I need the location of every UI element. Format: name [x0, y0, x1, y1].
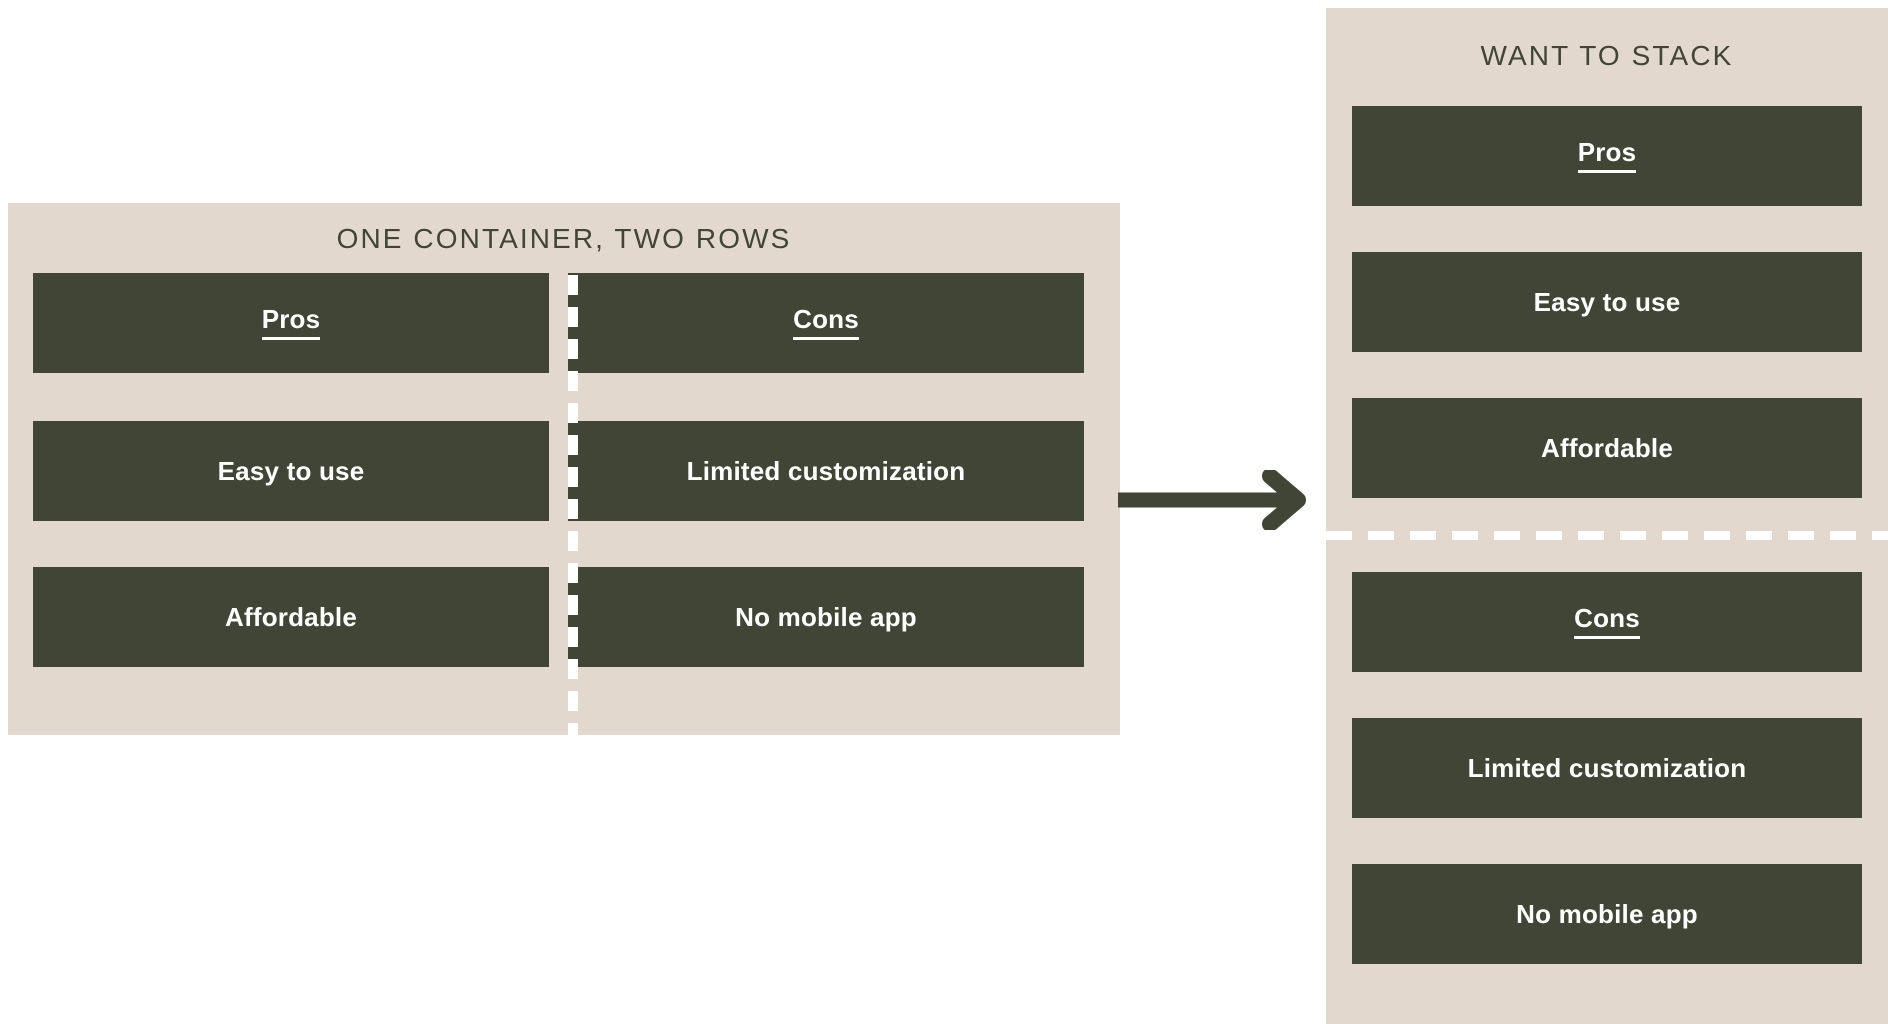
vertical-dashed-divider — [568, 275, 578, 735]
arrow-right-icon — [1118, 468, 1328, 532]
card-affordable-left[interactable]: Affordable — [33, 567, 549, 667]
card-label: Easy to use — [1533, 287, 1681, 317]
right-panel-title: WANT TO STACK — [1480, 40, 1734, 71]
card-cons-heading-stacked[interactable]: Cons — [1352, 572, 1862, 672]
card-limited-customization-left[interactable]: Limited customization — [568, 421, 1084, 521]
left-panel-title: ONE CONTAINER, TWO ROWS — [336, 223, 792, 254]
card-label: No mobile app — [1516, 899, 1698, 929]
card-label: Easy to use — [217, 456, 365, 486]
card-no-mobile-app-stacked[interactable]: No mobile app — [1352, 864, 1862, 964]
card-label: Affordable — [225, 602, 357, 632]
want-to-stack-panel: WANT TO STACK Pros Easy to use Affordabl… — [1326, 8, 1888, 1024]
card-label: Cons — [1574, 605, 1640, 639]
card-label: Pros — [1577, 139, 1637, 173]
card-affordable-stacked[interactable]: Affordable — [1352, 398, 1862, 498]
horizontal-dashed-divider — [1326, 531, 1888, 540]
card-label: Cons — [793, 306, 859, 340]
card-pros-heading-stacked[interactable]: Pros — [1352, 106, 1862, 206]
left-column-pros: Pros Easy to use Affordable — [33, 273, 549, 735]
card-pros-heading[interactable]: Pros — [33, 273, 549, 373]
card-label: Limited customization — [686, 456, 966, 486]
left-panel-grid: Pros Easy to use Affordable Cons Limited… — [8, 273, 1120, 735]
card-label: Pros — [261, 306, 321, 340]
left-column-cons: Cons Limited customization No mobile app — [568, 273, 1084, 735]
card-label: No mobile app — [735, 602, 917, 632]
card-easy-to-use-stacked[interactable]: Easy to use — [1352, 252, 1862, 352]
card-no-mobile-app-left[interactable]: No mobile app — [568, 567, 1084, 667]
card-limited-customization-stacked[interactable]: Limited customization — [1352, 718, 1862, 818]
card-cons-heading[interactable]: Cons — [568, 273, 1084, 373]
card-easy-to-use-left[interactable]: Easy to use — [33, 421, 549, 521]
card-label: Affordable — [1541, 433, 1673, 463]
right-panel-stack: Pros Easy to use Affordable Cons Limited… — [1352, 8, 1862, 1024]
card-label: Limited customization — [1467, 753, 1747, 783]
one-container-two-rows-panel: ONE CONTAINER, TWO ROWS Pros Easy to use… — [8, 203, 1120, 735]
